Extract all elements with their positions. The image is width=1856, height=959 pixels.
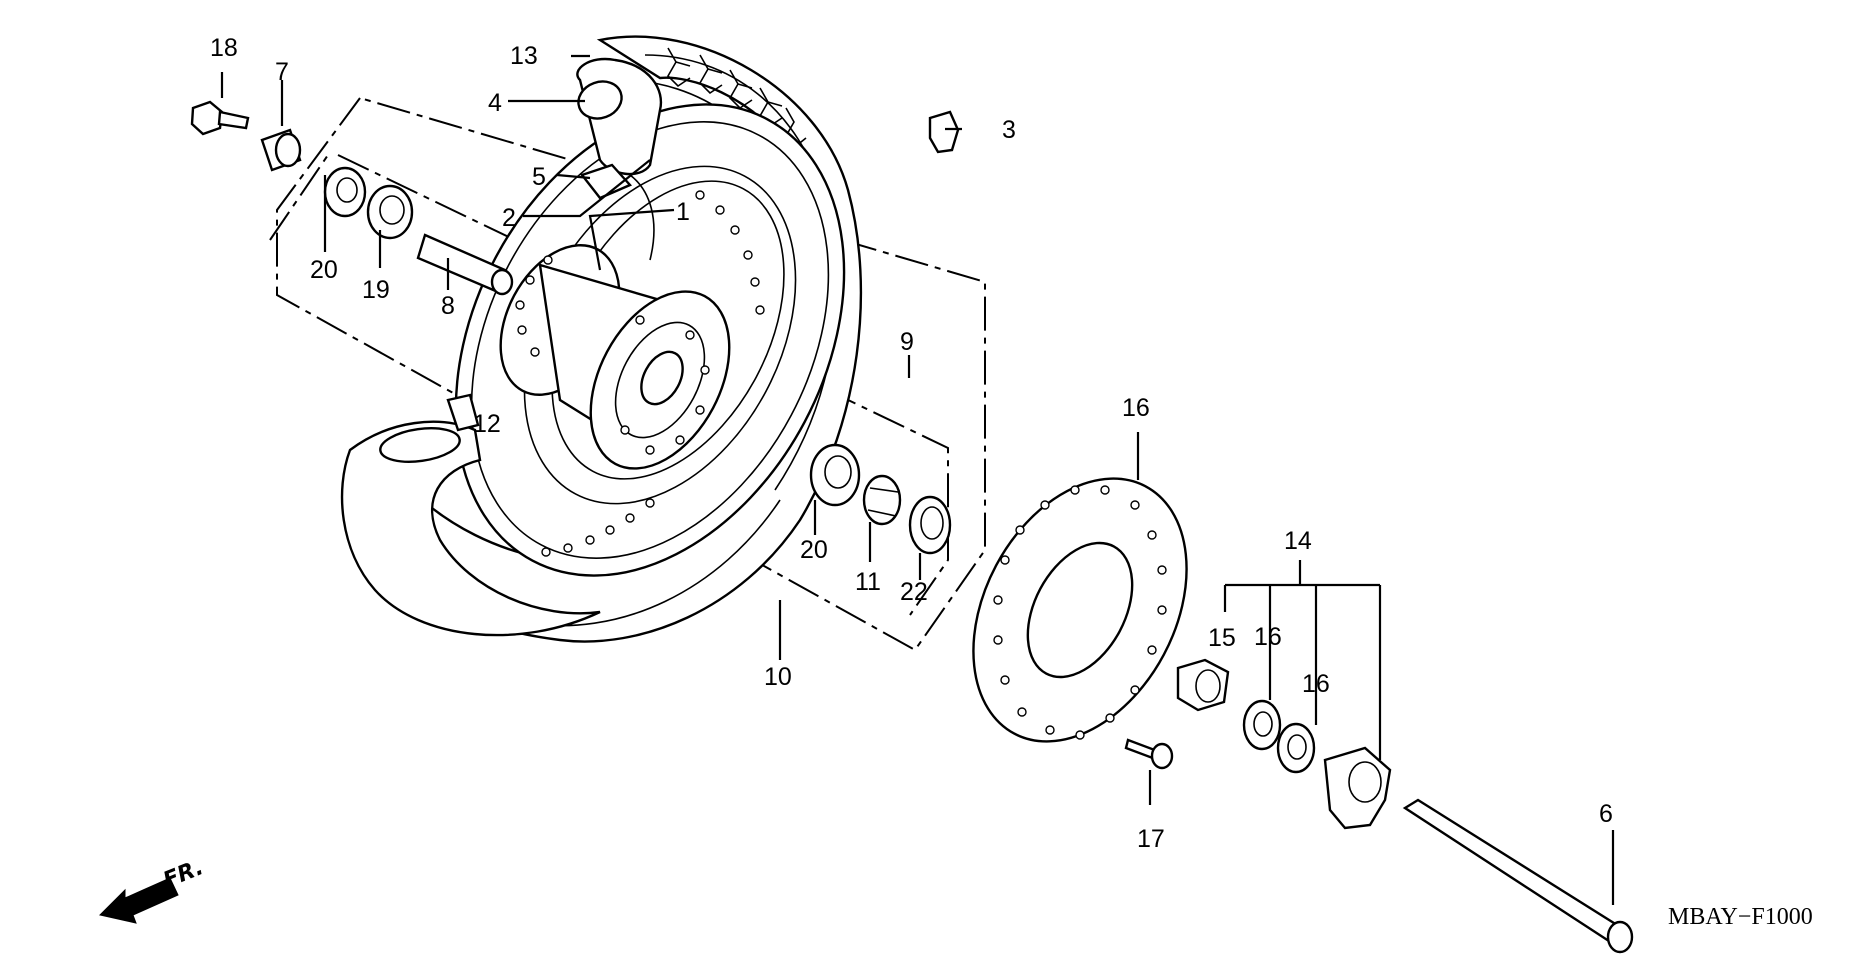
disc-holes bbox=[993, 485, 1167, 740]
speedometer-gear bbox=[1176, 658, 1230, 712]
inner-tube bbox=[576, 57, 663, 176]
callout-6: 6 bbox=[1599, 800, 1613, 828]
callout-17: 16 bbox=[1122, 394, 1150, 422]
callout-3: 3 bbox=[1002, 116, 1016, 144]
callout-16-b: 16 bbox=[1302, 670, 1330, 698]
callout-19: 18 bbox=[210, 34, 238, 62]
callout-12: 12 bbox=[473, 410, 501, 438]
radial-bearing-right bbox=[809, 443, 861, 507]
callout-7: 7 bbox=[275, 58, 289, 86]
brake-disc bbox=[972, 477, 1188, 743]
callout-14: 14 bbox=[1284, 527, 1312, 555]
speedometer-retainer bbox=[862, 474, 902, 526]
front-label: FR. bbox=[160, 855, 207, 893]
thrust-washer-a bbox=[1242, 699, 1282, 751]
disc-bolt bbox=[1124, 738, 1174, 770]
dust-seal-right bbox=[908, 495, 952, 555]
callout-18: 17 bbox=[1137, 825, 1165, 853]
leader-lines bbox=[220, 54, 1615, 905]
rim-band bbox=[580, 163, 655, 261]
callout-4: 4 bbox=[488, 89, 502, 117]
lower-tire-section bbox=[340, 393, 601, 637]
valve-cap bbox=[928, 110, 960, 154]
callout-8: 8 bbox=[441, 292, 455, 320]
callouts: 13 4 3 5 2 1 18 7 20 19 8 9 12 16 14 20 … bbox=[210, 34, 1613, 853]
callout-22: 22 bbox=[900, 578, 928, 606]
callout-5: 5 bbox=[532, 163, 546, 191]
diagram-code: MBAY−F1000 bbox=[1668, 904, 1813, 930]
callout-2: 2 bbox=[502, 204, 516, 232]
flange-bolt bbox=[190, 100, 250, 136]
radial-bearing-left bbox=[366, 184, 414, 240]
callout-10: 10 bbox=[764, 663, 792, 691]
callout-13: 13 bbox=[510, 42, 538, 70]
hub-holes bbox=[515, 255, 710, 455]
callout-16-a: 16 bbox=[1254, 623, 1282, 651]
thrust-washer-b bbox=[1276, 722, 1316, 774]
front-axle bbox=[1402, 798, 1634, 954]
callout-9: 9 bbox=[900, 328, 914, 356]
distance-collar bbox=[416, 233, 514, 296]
callout-15: 15 bbox=[1208, 624, 1236, 652]
callout-1: 1 bbox=[676, 198, 690, 226]
callout-20-right: 20 bbox=[800, 536, 828, 564]
bearing-dust-seal-left bbox=[323, 166, 367, 218]
side-collar bbox=[260, 128, 302, 172]
callout-21: 20 bbox=[310, 256, 338, 284]
rim-cut-holes bbox=[541, 190, 765, 557]
front-direction-arrow: FR. bbox=[99, 855, 207, 924]
wheel-hub bbox=[499, 244, 731, 470]
callout-11: 11 bbox=[855, 568, 881, 596]
callout-20-left: 19 bbox=[362, 276, 390, 304]
speedometer-gearbox bbox=[1323, 746, 1392, 830]
